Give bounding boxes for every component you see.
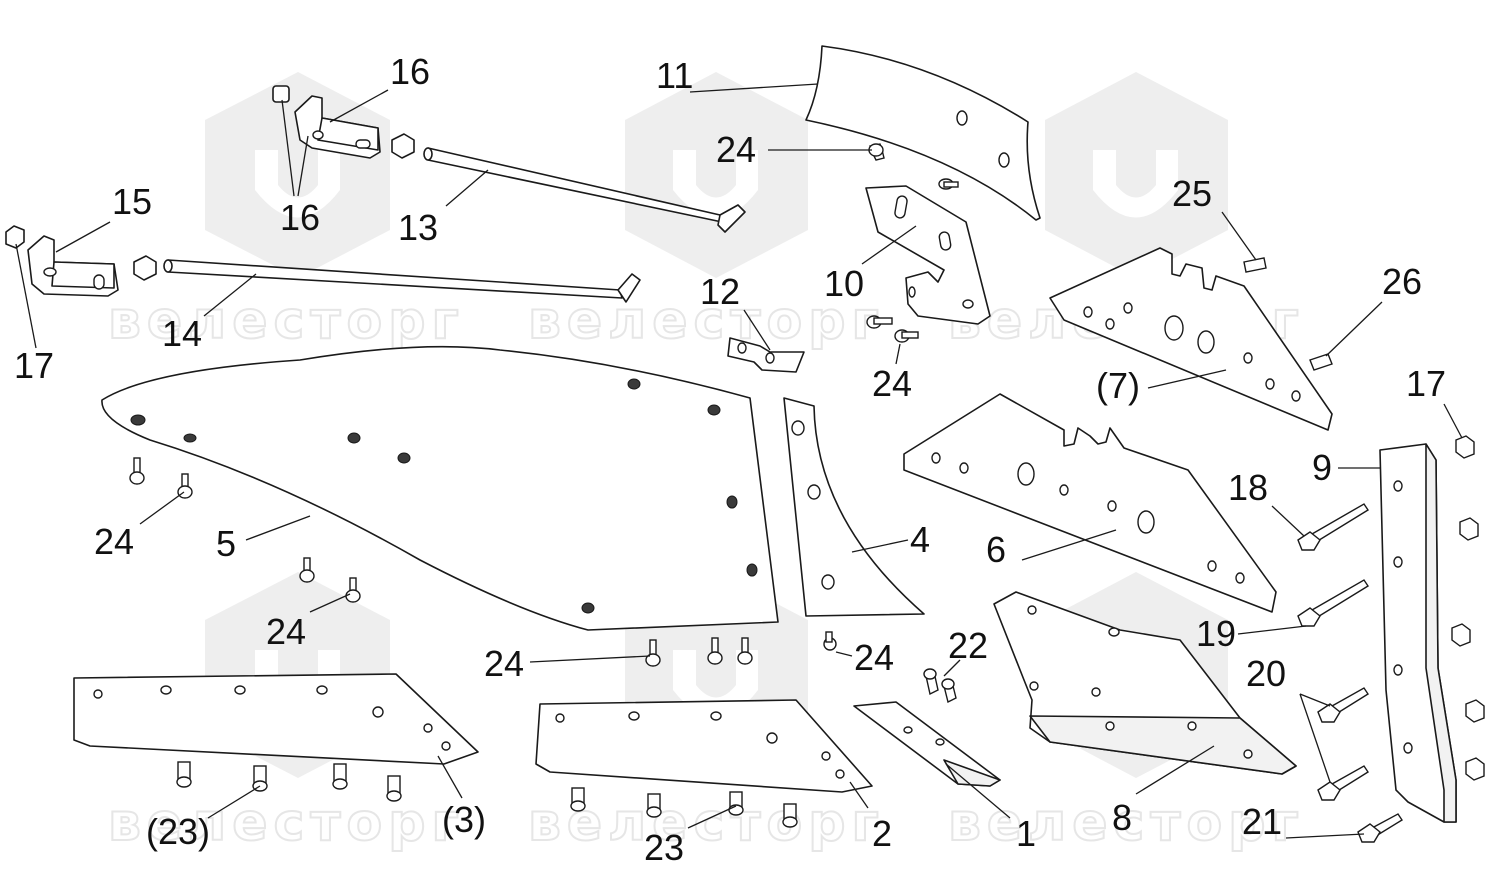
part-15-bracket <box>5 225 157 297</box>
part-6-frog-plate <box>903 393 1277 613</box>
part-10-bracket-plate <box>865 185 991 325</box>
callout-12: 12 <box>700 271 740 312</box>
watermark-text: велесторг <box>528 291 885 351</box>
callout-labels: 11 24 16 16 13 15 17 14 12 10 24 25 26 (… <box>14 51 1446 868</box>
watermark-logo-icon <box>1045 72 1228 278</box>
part-7-frog-plate <box>1049 247 1333 431</box>
callout-16: 16 <box>280 197 320 238</box>
bolts-misc <box>923 257 1333 704</box>
part-5-mouldboard <box>101 345 779 631</box>
part-8-landside-support <box>993 591 1297 775</box>
callout-8: 8 <box>1112 797 1132 838</box>
part-9-landside-bar <box>1379 443 1457 823</box>
part-1-share-point <box>853 701 1001 787</box>
part-14-rod <box>163 259 641 303</box>
bolts-24 <box>129 143 959 667</box>
part-3-share <box>73 673 479 765</box>
callout-24: 24 <box>854 637 894 678</box>
callout-11: 11 <box>656 55 693 96</box>
callout-7: (7) <box>1096 365 1140 406</box>
callout-4: 4 <box>910 519 930 560</box>
callout-21: 21 <box>1242 801 1282 842</box>
watermark-text: велесторг <box>108 291 465 351</box>
callout-24: 24 <box>484 643 524 684</box>
callout-24: 24 <box>716 129 756 170</box>
part-11-wing-plate <box>805 45 1041 221</box>
callout-6: 6 <box>986 529 1006 570</box>
part-2-share <box>535 699 873 793</box>
leader-lines <box>15 83 1463 839</box>
callout-23: (23) <box>146 811 210 852</box>
bolts-18-21 <box>1297 503 1403 843</box>
watermark-logo-icon <box>205 72 390 278</box>
callout-25: 25 <box>1172 173 1212 214</box>
callout-1: 1 <box>1016 813 1036 854</box>
callout-3: (3) <box>442 799 486 840</box>
callout-19: 19 <box>1196 613 1236 654</box>
callout-24: 24 <box>266 611 306 652</box>
callout-22: 22 <box>948 625 988 666</box>
nuts-17 <box>1451 435 1485 781</box>
callout-10: 10 <box>824 263 864 304</box>
callout-13: 13 <box>398 207 438 248</box>
watermark-text: велесторг <box>108 793 465 853</box>
callout-2: 2 <box>872 813 892 854</box>
watermark-logo-icon <box>625 72 808 278</box>
callout-24: 24 <box>94 521 134 562</box>
callout-20: 20 <box>1246 653 1286 694</box>
callout-24: 24 <box>872 363 912 404</box>
callout-17: 17 <box>1406 363 1446 404</box>
callout-14: 14 <box>162 313 202 354</box>
callout-26: 26 <box>1382 261 1422 302</box>
callout-15: 15 <box>112 181 152 222</box>
part-13-rod <box>423 147 746 233</box>
callout-16: 16 <box>390 51 430 92</box>
watermark-text: велесторг <box>948 793 1305 853</box>
bolts-23 <box>176 761 798 828</box>
part-16-bracket <box>272 85 415 159</box>
callout-18: 18 <box>1228 467 1268 508</box>
callout-5: 5 <box>216 523 236 564</box>
callout-17: 17 <box>14 345 54 386</box>
watermark-text: велесторг <box>528 793 885 853</box>
part-12-clip <box>727 337 805 373</box>
callout-23: 23 <box>644 827 684 868</box>
callout-9: 9 <box>1312 447 1332 488</box>
part-4-shin-strip <box>783 397 925 617</box>
